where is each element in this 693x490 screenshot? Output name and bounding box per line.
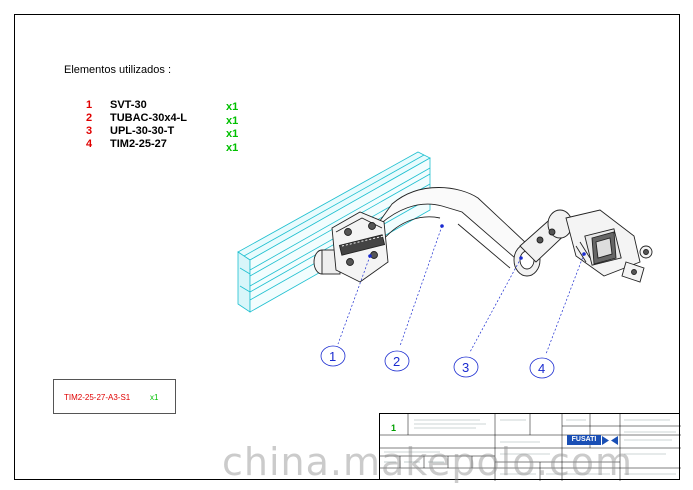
- clamp-svt: [313, 211, 389, 283]
- title-block-grid: [380, 414, 681, 481]
- part-number: 3: [86, 125, 93, 137]
- assembly-box: TIM2-25-27-A3-S1 x1: [53, 379, 176, 414]
- callout-balloon: [453, 356, 479, 378]
- title-block: 1 FUSATI: [379, 413, 681, 481]
- callout-label: 1: [329, 349, 336, 364]
- leader-dot: [519, 256, 523, 260]
- sheet-frame: [14, 14, 680, 480]
- part-reference: UPL-30-30-T: [110, 125, 175, 137]
- logo-mark-icon: [602, 436, 618, 445]
- assembly-quantity: x1: [150, 393, 159, 402]
- gripper-tim: [565, 209, 653, 283]
- callout-label: 4: [538, 361, 545, 376]
- part-number: 2: [86, 112, 93, 124]
- assembly-code: TIM2-25-27-A3-S1: [64, 393, 131, 402]
- part-number: 1: [86, 99, 93, 111]
- callout-label: 3: [462, 360, 469, 375]
- parts-heading: Elementos utilizados :: [64, 64, 171, 76]
- part-reference: TUBAC-30x4-L: [110, 112, 188, 124]
- leader-dot: [368, 254, 372, 258]
- part-number: 4: [86, 138, 93, 150]
- part-reference: TIM2-25-27: [110, 138, 167, 150]
- callout-label: 2: [393, 354, 400, 369]
- sheet-number: 1: [391, 423, 397, 433]
- callout-balloon: [320, 345, 346, 367]
- company-logo: FUSATI: [567, 435, 601, 445]
- leader-dot: [440, 224, 444, 228]
- part-quantity: x1: [226, 115, 239, 127]
- part-reference: SVT-30: [110, 99, 147, 111]
- watermark: china.makepolo.com: [222, 440, 634, 484]
- connector-upl: [513, 209, 573, 277]
- callout-balloon: [384, 350, 410, 372]
- part-quantity: x1: [226, 142, 239, 154]
- part-quantity: x1: [226, 128, 239, 140]
- leader-dot: [582, 252, 586, 256]
- callout-balloon: [529, 357, 555, 379]
- part-quantity: x1: [226, 101, 239, 113]
- leader-lines: [337, 225, 585, 355]
